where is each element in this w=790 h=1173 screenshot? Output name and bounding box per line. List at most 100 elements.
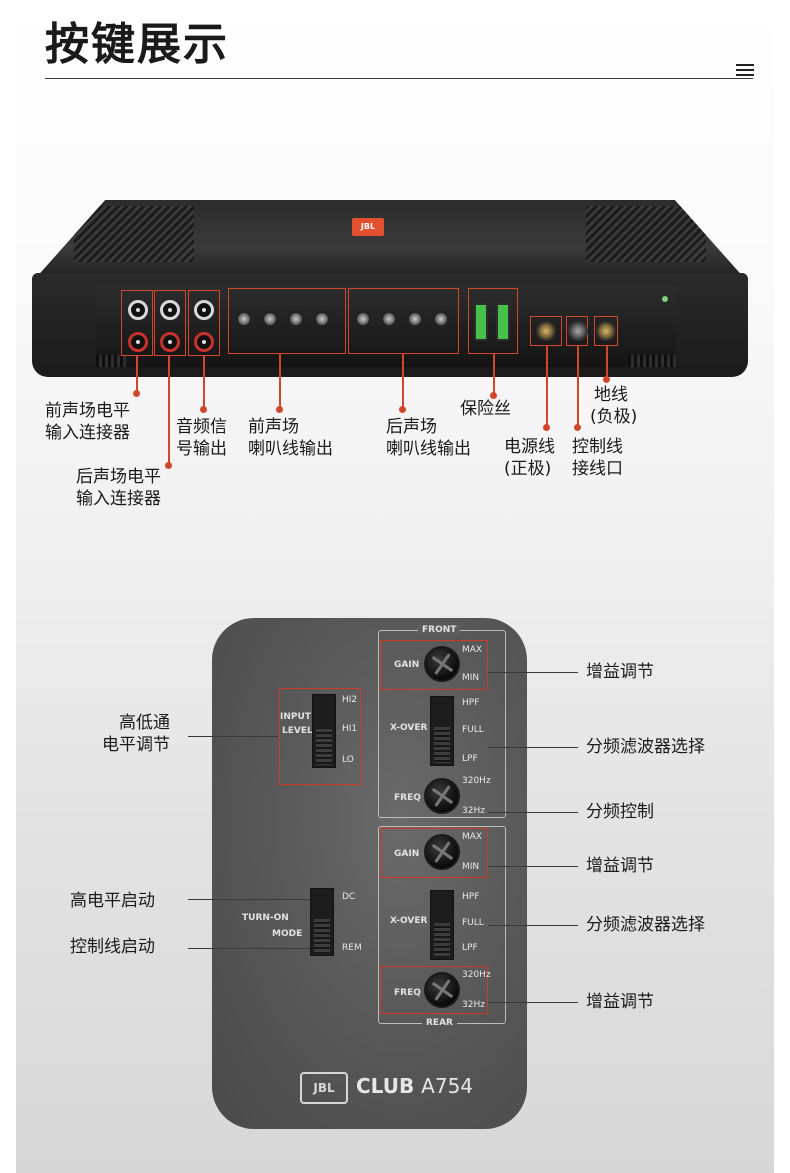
front-input-label: 前声场电平输入连接器: [45, 401, 130, 443]
callout-dot: [165, 462, 172, 469]
turn-on-label-1: TURN-ON: [242, 913, 289, 923]
front-lpf: LPF: [462, 754, 478, 764]
callout-line: [606, 346, 608, 380]
amplifier-left-vent: [74, 206, 194, 262]
terminal-screw: [262, 311, 278, 327]
preout-rca-red: [194, 332, 214, 352]
front-header: FRONT: [418, 625, 461, 635]
front-input-highlight: [121, 290, 153, 356]
callout-dot: [574, 424, 581, 431]
input-level-switch[interactable]: [312, 694, 336, 768]
rear-gain-knob[interactable]: [424, 834, 460, 870]
callout-line: [188, 736, 278, 737]
rear-freq-highlight: [380, 966, 488, 1014]
fuse-icon: [496, 303, 510, 341]
callout-line: [577, 346, 579, 426]
brand-model: CLUB A754: [356, 1074, 474, 1098]
fuse-label: 保险丝: [460, 399, 511, 419]
rear-rca-red: [160, 332, 180, 352]
power-led-icon: [662, 296, 668, 302]
jbl-logo-icon: JBL: [352, 218, 384, 236]
jbl-logo-icon: JBL: [300, 1072, 348, 1104]
brand-badge: JBL CLUB A754: [300, 1072, 474, 1108]
preout-rca-white: [194, 300, 214, 320]
rear-gain-highlight: [380, 828, 488, 878]
terminal-screw: [407, 311, 423, 327]
remote-label: 控制线接线口: [572, 437, 623, 479]
rear-freq-label: FREQ: [394, 988, 421, 998]
turn-on-rem-callout: 控制线启动: [70, 937, 155, 957]
callout-line: [488, 925, 578, 926]
callout-line: [488, 747, 578, 748]
lo-label: LO: [342, 755, 354, 765]
power-label: 电源线(正极): [504, 437, 555, 479]
front-gain-label: GAIN: [394, 660, 420, 670]
callout-line: [168, 356, 170, 464]
input-level-label-2: LEVEL: [282, 726, 313, 736]
ground-highlight: [594, 316, 618, 346]
hamburger-menu-icon[interactable]: [736, 64, 754, 76]
callout-dot: [490, 392, 497, 399]
rear-header: REAR: [422, 1018, 457, 1028]
callout-line: [188, 948, 310, 949]
turn-on-switch[interactable]: [310, 888, 334, 956]
rear-input-label: 后声场电平输入连接器: [76, 467, 161, 509]
rear-lpf: LPF: [462, 943, 478, 953]
rear-xover-switch[interactable]: [430, 890, 454, 960]
terminal-screw: [433, 311, 449, 327]
callout-line: [546, 346, 548, 426]
hi1-label: HI1: [342, 724, 358, 734]
rear-speaker-highlight: [348, 288, 459, 354]
input-level-label-1: INPUT: [280, 712, 311, 722]
amplifier-right-vent: [586, 206, 706, 262]
rear-gain-label: GAIN: [394, 849, 420, 859]
front-freq-low: 32Hz: [462, 806, 485, 816]
rear-speaker-label: 后声场喇叭线输出: [386, 417, 471, 459]
amplifier-side-vent: [628, 355, 676, 367]
rear-freq-knob[interactable]: [424, 972, 460, 1008]
callout-dot: [399, 406, 406, 413]
front-gain-max: MAX: [462, 645, 483, 655]
terminal-screw: [381, 311, 397, 327]
rear-full: FULL: [462, 918, 484, 928]
rear-rca-white: [160, 300, 180, 320]
callout-line: [493, 354, 495, 394]
front-rca-red: [128, 332, 148, 352]
rear-xover-label: X-OVER: [390, 916, 428, 926]
hi2-label: HI2: [342, 695, 358, 705]
fuse-highlight: [468, 288, 518, 354]
front-xover-label: X-OVER: [390, 723, 428, 733]
front-freq-callout: 分频控制: [586, 802, 654, 822]
front-full: FULL: [462, 725, 484, 735]
amplifier-top: [34, 200, 746, 280]
front-speaker-label: 前声场喇叭线输出: [248, 417, 333, 459]
control-panel-photo: [212, 618, 527, 1129]
callout-line: [279, 354, 281, 408]
rear-gain-min: MIN: [462, 862, 480, 872]
callout-line: [203, 356, 205, 408]
callout-dot: [200, 406, 207, 413]
rear-xover-callout: 分频滤波器选择: [586, 915, 705, 935]
front-gain-knob[interactable]: [424, 646, 460, 682]
rear-freq-callout: 增益调节: [586, 992, 654, 1012]
front-freq-knob[interactable]: [424, 778, 460, 814]
front-rca-white: [128, 300, 148, 320]
rear-input-highlight: [154, 290, 186, 356]
rear-gain-callout: 增益调节: [586, 856, 654, 876]
callout-line: [488, 1002, 578, 1003]
turn-on-label-2: MODE: [272, 929, 303, 939]
callout-dot: [133, 390, 140, 397]
front-xover-switch[interactable]: [430, 696, 454, 766]
preout-label: 音频信号输出: [176, 417, 227, 459]
rem-label: REM: [342, 943, 362, 953]
input-level-callout: 高低通电平调节: [102, 713, 170, 755]
rear-hpf: HPF: [462, 892, 480, 902]
callout-line: [488, 672, 578, 673]
page-title: 按键展示: [45, 19, 229, 70]
rear-freq-low: 32Hz: [462, 1000, 485, 1010]
ground-label: 地线(负极): [590, 385, 638, 427]
front-gain-highlight: [380, 640, 488, 690]
terminal-screw: [236, 311, 252, 327]
front-freq-label: FREQ: [394, 793, 421, 803]
input-level-highlight: [279, 688, 361, 785]
